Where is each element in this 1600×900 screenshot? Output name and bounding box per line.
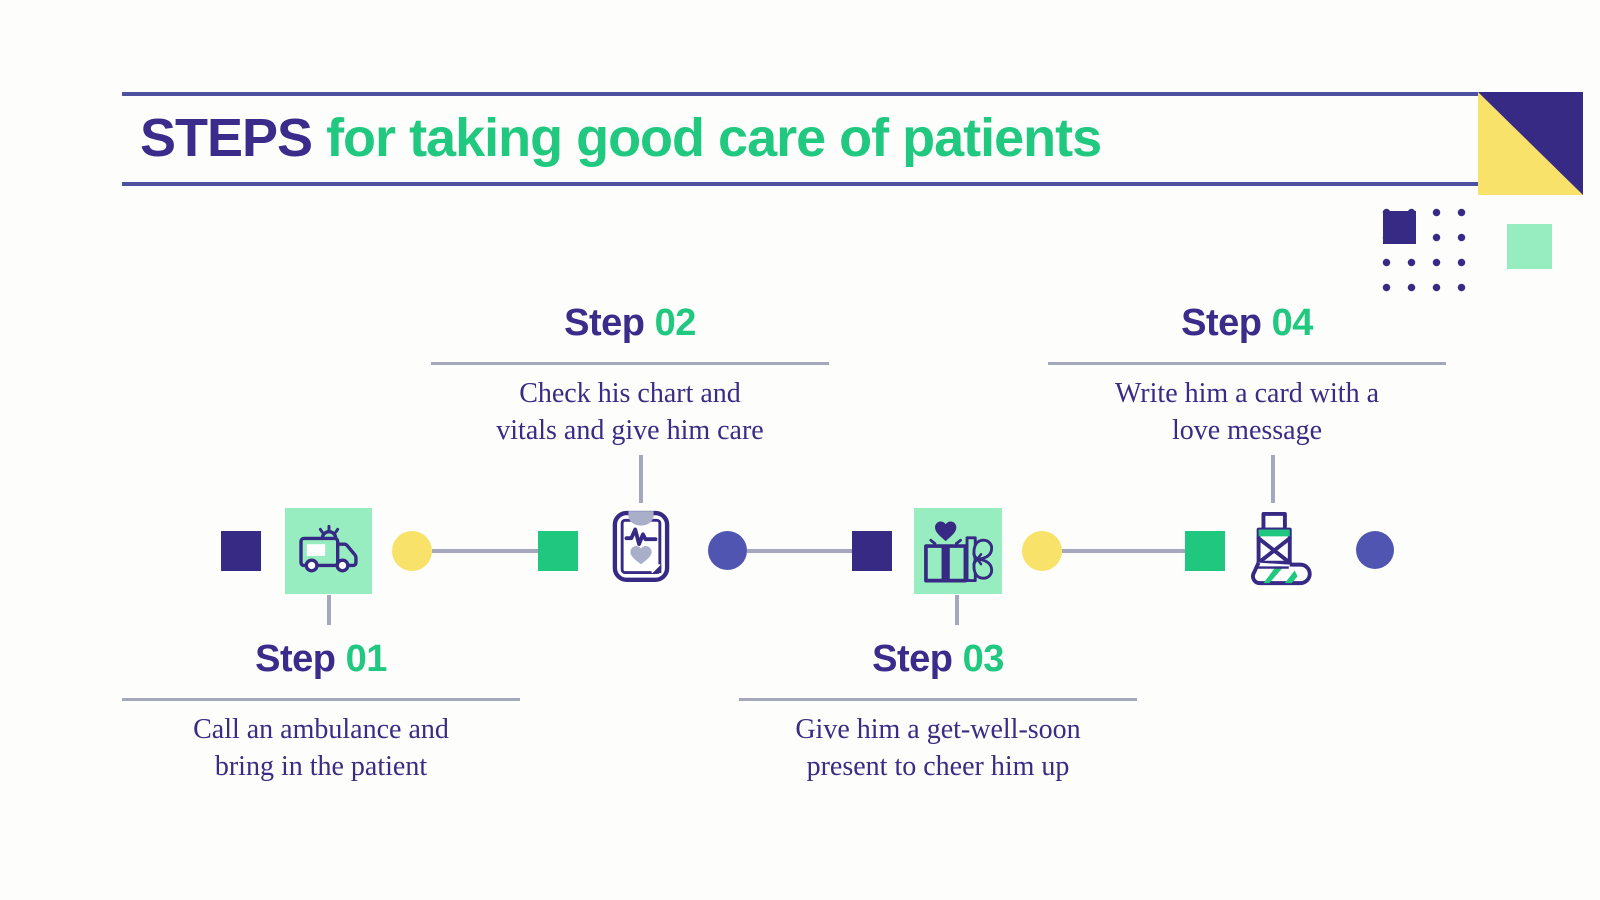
step3-heading: Step 03 xyxy=(738,636,1138,682)
page-title-highlight: STEPS xyxy=(140,108,313,168)
step1-label: Step xyxy=(255,638,336,680)
medical-chart-icon xyxy=(612,510,670,582)
step1-heading: Step 01 xyxy=(121,636,521,682)
step4-description: Write him a card with a love message xyxy=(1115,378,1379,446)
timeline-square-indigo-2 xyxy=(852,531,892,571)
gift-icon xyxy=(924,521,994,583)
step2-label: Step xyxy=(564,302,645,344)
timeline-circle-yellow-1 xyxy=(392,531,432,571)
mint-square-decor xyxy=(1507,224,1552,269)
timeline-square-green-1 xyxy=(538,531,578,571)
step1-block: Step 01 Call an ambulance and bring in t… xyxy=(121,636,521,785)
header-rule-top xyxy=(122,92,1478,96)
header-rule-bottom xyxy=(122,182,1478,186)
step1-rule xyxy=(122,698,520,701)
ambulance-icon xyxy=(298,524,358,573)
step3-description: Give him a get-well-soon present to chee… xyxy=(795,714,1081,782)
page-title: STEPS for taking good care of patients xyxy=(140,100,1470,176)
connector-line-2 xyxy=(747,549,852,553)
step4-number: 04 xyxy=(1271,302,1314,344)
timeline-square-indigo-1 xyxy=(221,531,261,571)
connector-line-3 xyxy=(1062,549,1185,553)
timeline-circle-blue-1 xyxy=(708,531,747,570)
step2-heading: Step 02 xyxy=(430,300,830,346)
step3-rule xyxy=(739,698,1137,701)
step1-icon-tile xyxy=(285,508,372,594)
step3-connector xyxy=(955,595,959,625)
step4-label: Step xyxy=(1181,302,1262,344)
step2-description: Check his chart and vitals and give him … xyxy=(496,378,764,446)
step2-rule xyxy=(431,362,829,365)
step3-label: Step xyxy=(872,638,953,680)
timeline-circle-blue-2 xyxy=(1356,531,1394,569)
step3-icon-tile xyxy=(914,508,1002,594)
indigo-square-decor xyxy=(1383,211,1416,244)
step4-rule xyxy=(1048,362,1446,365)
step1-description: Call an ambulance and bring in the patie… xyxy=(193,714,449,782)
corner-decor-triangles xyxy=(1478,92,1583,195)
step1-number: 01 xyxy=(345,638,388,680)
connector-line-1 xyxy=(432,549,538,553)
step2-connector xyxy=(639,455,643,503)
step2-number: 02 xyxy=(654,302,697,344)
inhaler-icon xyxy=(1251,512,1312,586)
step4-connector xyxy=(1271,455,1275,503)
timeline-square-green-2 xyxy=(1185,531,1225,571)
page-title-rest: for taking good care of patients xyxy=(326,108,1102,168)
step2-block: Step 02 Check his chart and vitals and g… xyxy=(430,300,830,449)
step4-block: Step 04 Write him a card with a love mes… xyxy=(1047,300,1447,449)
step1-connector xyxy=(327,595,331,625)
timeline-circle-yellow-2 xyxy=(1022,531,1062,571)
step3-block: Step 03 Give him a get-well-soon present… xyxy=(738,636,1138,785)
step4-heading: Step 04 xyxy=(1047,300,1447,346)
step3-number: 03 xyxy=(962,638,1005,680)
